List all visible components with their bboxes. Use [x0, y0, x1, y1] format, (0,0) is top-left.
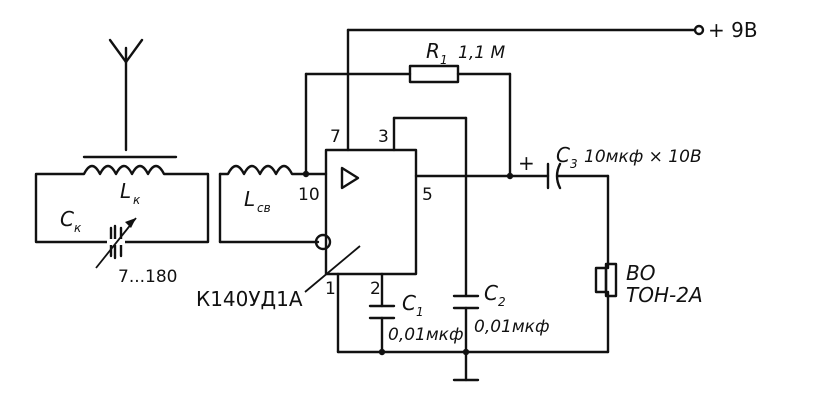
- earphone-label: BO ТОН-2А: [626, 261, 703, 307]
- svg-text:BO: BO: [626, 261, 655, 285]
- capacitor-c2: [452, 294, 480, 310]
- antenna-symbol: [108, 38, 144, 152]
- supply-terminal: [693, 24, 705, 36]
- svg-text:св: св: [257, 201, 271, 215]
- svg-text:3: 3: [378, 127, 389, 147]
- capacitor-c1-label: C 1 0,01мкф: [388, 291, 463, 345]
- capacitor-c1: [368, 304, 396, 320]
- svg-text:к: к: [133, 193, 141, 207]
- svg-text:1: 1: [325, 279, 336, 299]
- tank-circuit: [34, 155, 210, 269]
- earphone-symbol: [594, 262, 618, 298]
- capacitor-c3-label: C 3 10мкф × 10В: [556, 143, 702, 171]
- svg-text:ТОН-2А: ТОН-2А: [626, 283, 703, 307]
- svg-text:0,01мкф: 0,01мкф: [388, 325, 463, 345]
- capacitor-c3: [546, 162, 610, 354]
- svg-text:1: 1: [416, 305, 424, 319]
- resistor-r1-label: R 1 1,1 М: [426, 39, 505, 67]
- svg-text:C: C: [556, 143, 570, 167]
- svg-text:0,01мкф: 0,01мкф: [474, 317, 549, 337]
- opamp-part-label: К140УД1А: [196, 287, 303, 311]
- capacitor-ck-range: 7...180: [118, 267, 177, 287]
- coil-lk-label: L к: [120, 179, 141, 207]
- capacitor-c2-label: C 2 0,01мкф: [474, 281, 549, 337]
- opamp-block: [304, 148, 418, 293]
- svg-text:10: 10: [298, 185, 320, 205]
- svg-text:C: C: [60, 207, 74, 231]
- coupling-coil: [218, 164, 328, 244]
- svg-text:1,1 М: 1,1 М: [458, 43, 505, 63]
- opamp-pin-labels: 7 3 10 5 1 2: [298, 127, 433, 299]
- svg-text:1: 1: [440, 53, 448, 67]
- junction-dots: [302, 170, 514, 356]
- svg-text:5: 5: [422, 185, 433, 205]
- svg-text:10мкф × 10В: 10мкф × 10В: [584, 147, 702, 167]
- svg-text:2: 2: [370, 279, 381, 299]
- supply-label: + 9В: [708, 18, 758, 42]
- svg-text:7: 7: [330, 127, 341, 147]
- opamp-wiring: [304, 28, 697, 382]
- svg-text:L: L: [244, 187, 255, 211]
- svg-text:L: L: [120, 179, 131, 203]
- svg-text:к: к: [74, 221, 82, 235]
- svg-text:C: C: [484, 281, 498, 305]
- svg-text:2: 2: [498, 295, 506, 309]
- capacitor-ck-label: C к: [60, 207, 82, 235]
- svg-text:C: C: [402, 291, 416, 315]
- svg-text:R: R: [426, 39, 440, 63]
- svg-text:3: 3: [570, 157, 578, 171]
- c3-plus-sign: +: [518, 151, 535, 175]
- coupling-coil-label: L св: [244, 187, 271, 215]
